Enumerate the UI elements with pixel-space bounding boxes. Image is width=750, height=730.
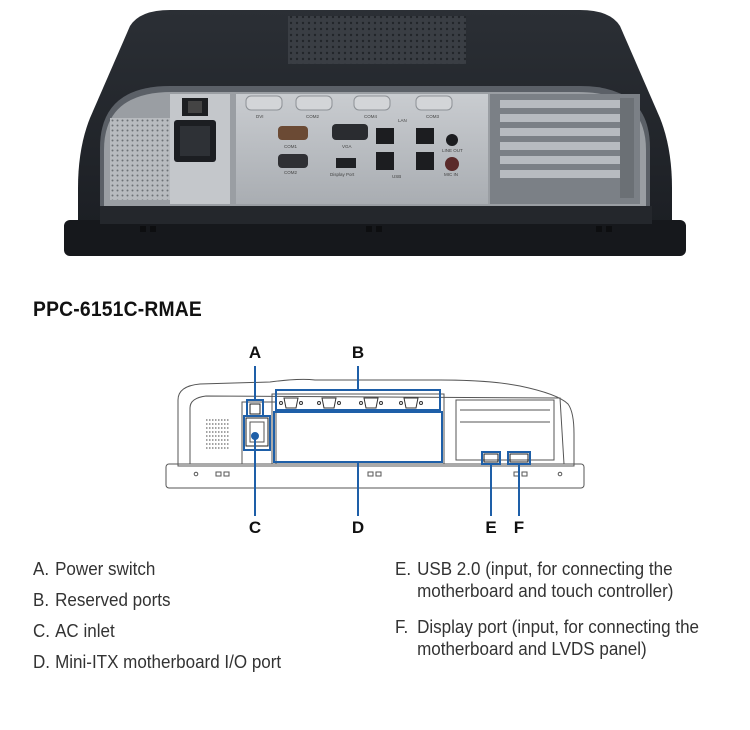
photo-port-label: LAN [398,118,407,123]
legend-item-d: D.Mini-ITX motherboard I/O port [33,651,282,672]
rear-io-diagram: A B C D E F [165,343,585,537]
highlight-c [243,415,271,451]
diagram-ac-inlet [245,417,269,447]
callout-c: C [249,518,261,537]
io-plate [236,94,488,204]
callout-f: F [514,518,524,537]
housing-base [64,220,686,256]
photo-port-label: COM3 [426,114,439,119]
legend-item-b: B.Reserved ports [33,589,171,610]
callout-e: E [485,518,496,537]
diagram-power-switch [249,403,261,415]
legend-item-e: E.USB 2.0 (input, for connecting the mot… [395,558,674,601]
highlight-b [275,389,441,411]
side-vent [110,118,170,200]
photo-port-label: COM1 [284,144,297,149]
photo-port-label: Display Port [330,172,355,177]
photo-port-label: MIC IN [444,172,458,177]
photo-port-label: COM4 [364,114,377,119]
photo-port-label: LINE OUT [442,148,463,153]
legend-item-a: A.Power switch [33,558,156,579]
photo-port-label: COM2 [306,114,319,119]
callout-b: B [352,343,364,362]
top-vent [288,16,466,64]
photo-port-label: COM2 [284,170,297,175]
photo-port-label: DVI [256,114,264,119]
photo-port-label: USB [392,174,401,179]
legend-item-f: F.Display port (input, for connecting th… [395,616,700,659]
model-title: PPC-6151C-RMAE [33,298,202,321]
highlight-d [273,411,443,463]
callout-a: A [249,343,261,362]
legend-item-c: C.AC inlet [33,620,115,641]
diagram-display-port [509,453,529,463]
callout-d: D [352,518,364,537]
photo-port-label: VGA [342,144,352,149]
diagram-usb-port [483,453,499,463]
diagram-housing [177,378,575,467]
product-rear-photo: DVI COM2 COM4 COM3 LAN COM1 VGA COM2 Dis… [64,10,686,256]
